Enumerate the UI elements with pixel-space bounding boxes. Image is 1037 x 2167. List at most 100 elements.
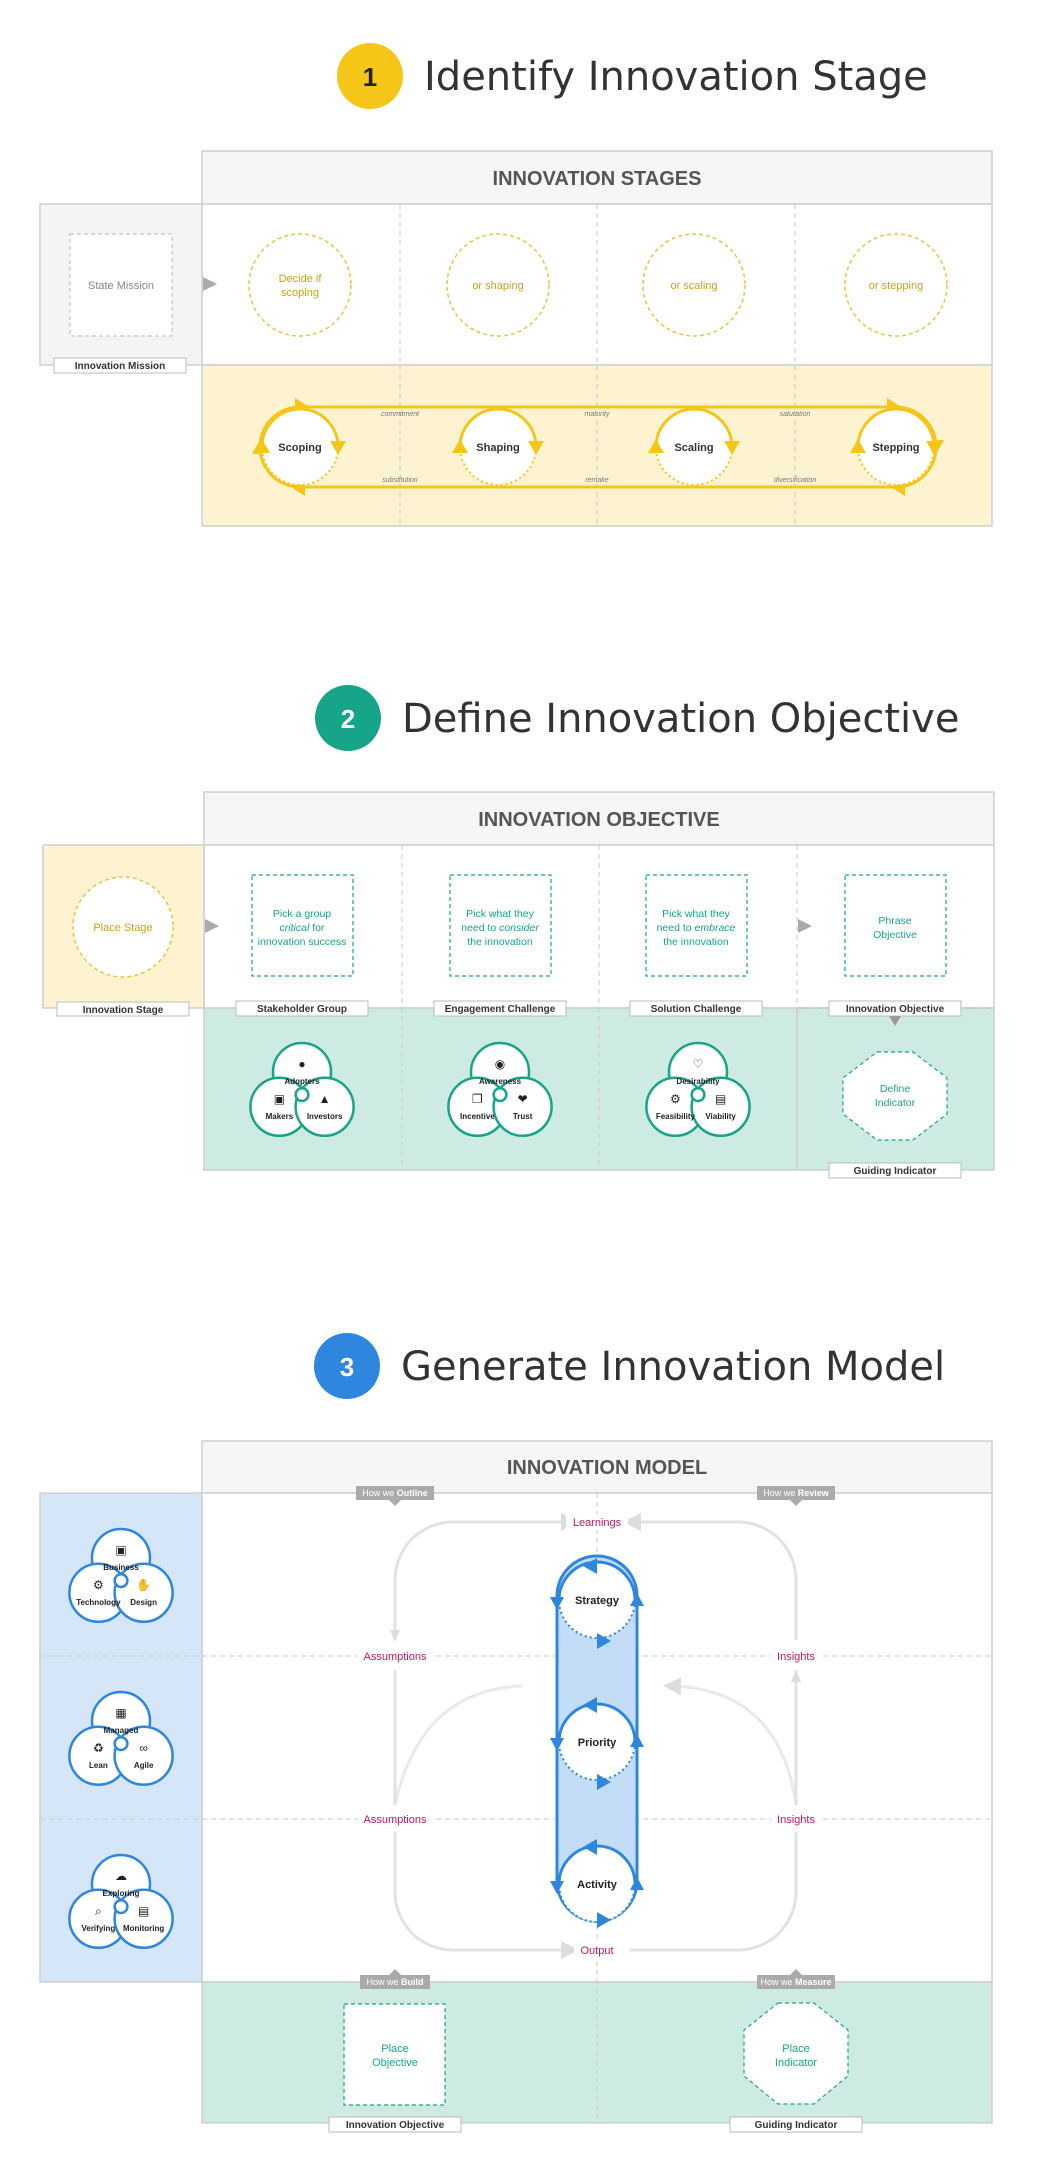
model-venn-1-label-technology: Technology [76, 1598, 121, 1607]
label-box-solution [629, 1000, 763, 1017]
model-venn-2-label-lean: Lean [89, 1761, 108, 1770]
option-scoping[interactable] [248, 233, 352, 337]
model-venn-1-circle-design [113, 1562, 174, 1624]
stage-label-box [56, 1001, 190, 1017]
option-scaling[interactable] [642, 233, 746, 337]
pill-circle-priority [559, 1704, 635, 1780]
mission-arrow-icon [203, 277, 217, 291]
outer-loop-bottom-right [630, 1832, 798, 1952]
pill-arc-bottom [558, 1883, 636, 1923]
define-indicator-input[interactable] [842, 1051, 948, 1141]
section-1-number: 1 [363, 62, 377, 92]
option-stepping-label: or stepping [869, 280, 923, 292]
transition-diversification: diversification [774, 477, 817, 484]
objective-venn-3-connector-node [690, 1086, 706, 1103]
model-venn-1-label-design: Design [130, 1598, 157, 1607]
bottom-label-box-objective [328, 2116, 462, 2133]
objective-venn-2-label-trust: Trust [513, 1112, 533, 1121]
stage-label-scoping: Scoping [278, 442, 321, 454]
objective-prompt-2: Objective [873, 929, 917, 941]
place-indicator-input[interactable] [743, 2002, 849, 2105]
stage-arrow-icon [528, 441, 544, 455]
place-indicator-line2: Indicator [775, 2057, 818, 2069]
objective-venn-1-circle-investors [294, 1076, 355, 1138]
stage-arc-bottom [459, 446, 537, 486]
model-venn-3-label-exploring: Exploring [103, 1889, 140, 1898]
stakeholder-prompt-2: critical for [280, 922, 325, 934]
place-stage-placeholder: Place Stage [93, 922, 152, 934]
col-label-objective: Innovation Objective [846, 1004, 945, 1015]
objective-venn-3-label-viability: Viability [705, 1112, 736, 1121]
section-3: 3 Generate Innovation Model INNOVATION M… [39, 1333, 993, 2133]
model-venn-2-connector-node [113, 1735, 129, 1752]
objective-input[interactable] [844, 874, 947, 977]
loop-label-assumptions-1: Assumptions [364, 1651, 427, 1663]
stage-circle-stepping [858, 409, 934, 485]
tag-outline-label: How we Outline [362, 1488, 428, 1498]
model-header: INNOVATION MODEL [507, 1457, 707, 1479]
stages-options-row [201, 203, 993, 366]
stakeholder-input[interactable] [251, 874, 354, 977]
stage-label-shaping: Shaping [476, 442, 519, 454]
bottom-label-indicator: Guiding Indicator [755, 2120, 838, 2131]
section-2-number: 2 [341, 704, 355, 734]
place-objective-input[interactable] [343, 2003, 446, 2106]
place-indicator-line1: Place [782, 2043, 810, 2055]
stage-arrow-icon [850, 439, 866, 453]
stage-label-scaling: Scaling [674, 442, 713, 454]
objective-venn-3-label-feasibility: Feasibility [656, 1112, 696, 1121]
feasibility-icon: ⚙ [670, 1092, 681, 1106]
tag-review-label: How we Review [763, 1488, 830, 1498]
tag-outline [356, 1486, 434, 1500]
inner-loop-left [393, 1684, 523, 1806]
stage-arrow-icon [724, 441, 740, 455]
place-stage-input[interactable] [72, 876, 174, 978]
engagement-input[interactable] [449, 874, 552, 977]
model-venn-2-circle-agile [113, 1725, 174, 1787]
section-3-number: 3 [340, 1352, 354, 1382]
section-3-badge [314, 1333, 380, 1399]
stakeholder-prompt-3: innovation success [258, 936, 347, 948]
pill-label-strategy: Strategy [575, 1595, 620, 1607]
stage-arc-top [654, 407, 734, 448]
desirability-icon: ♡ [693, 1057, 704, 1071]
investors-icon: ▲ [319, 1092, 331, 1106]
place-objective-line1: Place [381, 2043, 409, 2055]
pill-label-activity: Activity [577, 1879, 618, 1891]
place-objective-line2: Objective [372, 2057, 418, 2069]
loop-label-output: Output [580, 1945, 613, 1957]
stages-header-box [201, 150, 993, 205]
stage-arc-top [458, 407, 538, 448]
engagement-prompt-2: need to consider [461, 922, 539, 934]
stage-arrow-icon [205, 919, 219, 933]
technology-icon: ⚙ [93, 1578, 104, 1592]
option-shaping[interactable] [446, 233, 550, 337]
mission-placeholder: State Mission [88, 280, 154, 292]
solution-prompt-3: the innovation [663, 936, 729, 948]
trust-icon: ❤ [518, 1092, 528, 1106]
model-venn-2-label-managed: Managed [104, 1726, 139, 1735]
loop-label-insights-2: Insights [777, 1814, 815, 1826]
stage-circle-shaping [460, 409, 536, 485]
solution-input[interactable] [645, 874, 748, 977]
tag-build [360, 1975, 430, 1989]
inner-loop-right [663, 1677, 798, 1806]
mission-label-box [53, 357, 187, 374]
pill-circle-strategy [559, 1562, 635, 1638]
tag-measure [757, 1975, 835, 1989]
transition-substitution: substitution [382, 477, 418, 484]
outer-loop-top [393, 1513, 579, 1640]
bottom-label-box-indicator [729, 2116, 863, 2133]
stage-arrow-icon [648, 439, 664, 453]
section-2: 2 Define Innovation Objective INNOVATION… [42, 685, 995, 1179]
stage-circle-scoping [262, 409, 338, 485]
indicator-prompt-2: Indicator [875, 1097, 916, 1109]
objective-venn-2-label-incentive: Incentive [460, 1112, 495, 1121]
option-stepping[interactable] [844, 233, 948, 337]
indicator-prompt-1: Define [880, 1083, 911, 1095]
mission-input[interactable] [69, 233, 173, 337]
stage-arrow-icon [254, 439, 270, 453]
objective-arrow-icon [798, 919, 812, 933]
objective-prompt-1: Phrase [878, 915, 911, 927]
